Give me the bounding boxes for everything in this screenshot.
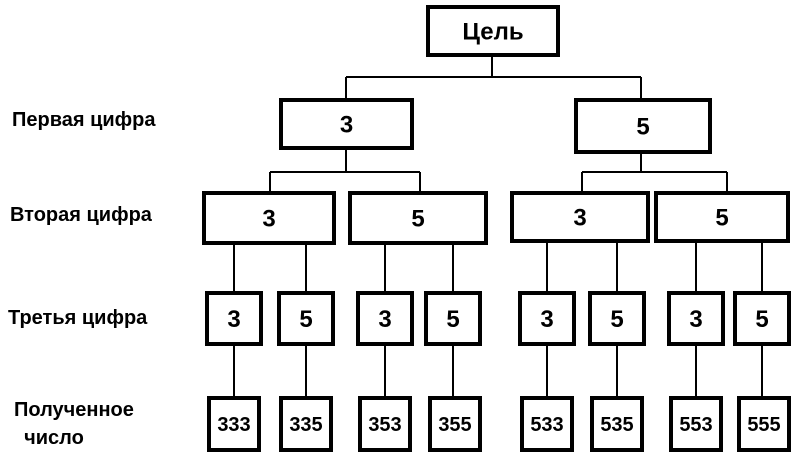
third-digit-0-box xyxy=(205,291,263,346)
result-number-6-text: 553 xyxy=(679,414,712,436)
first-digit-0-box xyxy=(279,98,414,150)
level-label-result: Полученное число xyxy=(14,396,134,452)
result-number-0-box xyxy=(207,396,261,452)
result-number-2-box xyxy=(358,396,412,452)
result-number-7-text: 555 xyxy=(747,414,780,436)
third-digit-5-text: 5 xyxy=(610,306,623,333)
result-number-5-box xyxy=(590,396,644,452)
third-digit-1-text: 5 xyxy=(299,306,312,333)
result-number-3-text: 355 xyxy=(438,414,471,436)
level-label-first: Первая цифра xyxy=(12,109,156,131)
level-label-result-line2: число xyxy=(24,427,84,449)
second-digit-3-box xyxy=(654,191,790,243)
third-digit-7-box xyxy=(733,291,791,346)
second-digit-2-box xyxy=(510,191,650,243)
third-digit-3-box xyxy=(424,291,482,346)
second-digit-2-text: 3 xyxy=(573,205,586,232)
root-node-text: Цель xyxy=(462,19,523,46)
result-number-1-box xyxy=(279,396,333,452)
result-number-4-text: 533 xyxy=(530,414,563,436)
third-digit-6-text: 3 xyxy=(689,306,702,333)
root-node-box xyxy=(426,5,560,57)
result-number-5-text: 535 xyxy=(600,414,633,436)
third-digit-0-text: 3 xyxy=(227,306,240,333)
third-digit-4-text: 3 xyxy=(540,306,553,333)
result-number-4-box xyxy=(520,396,574,452)
level-label-third: Третья цифра xyxy=(8,307,148,329)
result-number-1-text: 335 xyxy=(289,414,322,436)
result-number-7-box xyxy=(737,396,791,452)
first-digit-0-text: 3 xyxy=(340,112,353,139)
result-number-0-text: 333 xyxy=(217,414,250,436)
third-digit-6-box xyxy=(667,291,725,346)
result-number-3-box xyxy=(428,396,482,452)
second-digit-0-text: 3 xyxy=(262,206,275,233)
second-digit-1-box xyxy=(348,191,488,245)
third-digit-1-box xyxy=(277,291,335,346)
first-digit-1-box xyxy=(574,98,712,154)
second-digit-0-box xyxy=(202,191,336,245)
second-digit-1-text: 5 xyxy=(411,206,424,233)
third-digit-4-box xyxy=(518,291,576,346)
third-digit-2-text: 3 xyxy=(378,306,391,333)
level-label-second: Вторая цифра xyxy=(10,204,152,226)
result-number-2-text: 353 xyxy=(368,414,401,436)
level-label-result-line1: Полученное xyxy=(14,399,134,421)
third-digit-7-text: 5 xyxy=(755,306,768,333)
first-digit-1-text: 5 xyxy=(636,114,649,141)
second-digit-3-text: 5 xyxy=(715,205,728,232)
third-digit-3-text: 5 xyxy=(446,306,459,333)
third-digit-2-box xyxy=(356,291,414,346)
third-digit-5-box xyxy=(588,291,646,346)
result-number-6-box xyxy=(669,396,723,452)
